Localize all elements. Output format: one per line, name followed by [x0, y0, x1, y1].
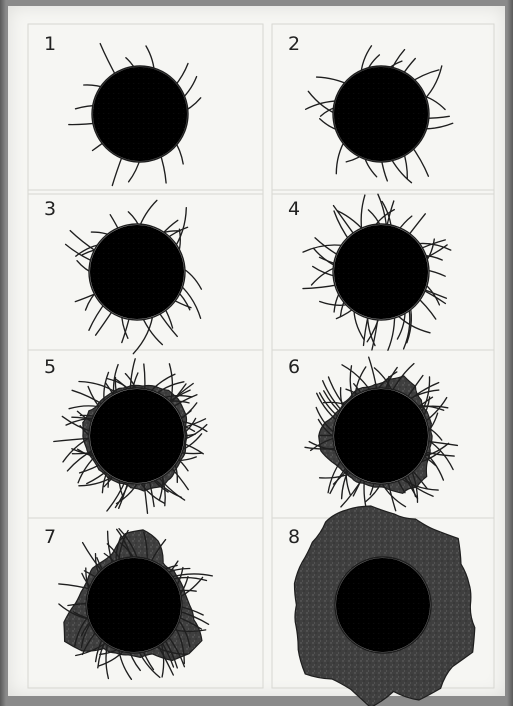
particle-2	[306, 46, 453, 183]
panel-6: 6	[288, 356, 457, 517]
core-texture	[334, 225, 428, 319]
panel-3: 3	[44, 198, 201, 354]
particle-5	[54, 359, 207, 514]
particle-8	[294, 506, 474, 706]
fiber-strand	[303, 285, 339, 289]
particle-6	[305, 357, 457, 517]
particle-3	[66, 200, 202, 353]
core-texture	[334, 67, 428, 161]
panel-number: 8	[288, 526, 300, 548]
panel-4: 4	[288, 194, 451, 350]
panel-number: 2	[288, 33, 300, 55]
core-texture	[90, 389, 184, 483]
panel-number: 4	[288, 198, 300, 220]
panel-number: 6	[288, 356, 300, 378]
panel-number: 5	[44, 356, 56, 378]
panel-number: 7	[44, 526, 56, 548]
core-texture	[93, 67, 187, 161]
core-texture	[334, 389, 428, 483]
fiber-strand	[70, 231, 98, 253]
core-texture	[87, 558, 181, 652]
core-texture	[336, 558, 430, 652]
panel-5: 5	[44, 356, 207, 513]
particle-1	[69, 44, 201, 186]
panel-1: 1	[44, 33, 201, 186]
panel-number: 1	[44, 33, 56, 55]
particle-4	[303, 194, 451, 350]
particle-7	[59, 529, 213, 680]
panel-8: 8	[288, 506, 475, 706]
panel-2: 2	[288, 33, 453, 183]
core-texture	[90, 225, 184, 319]
panel-number: 3	[44, 198, 56, 220]
panel-7: 7	[44, 526, 212, 679]
